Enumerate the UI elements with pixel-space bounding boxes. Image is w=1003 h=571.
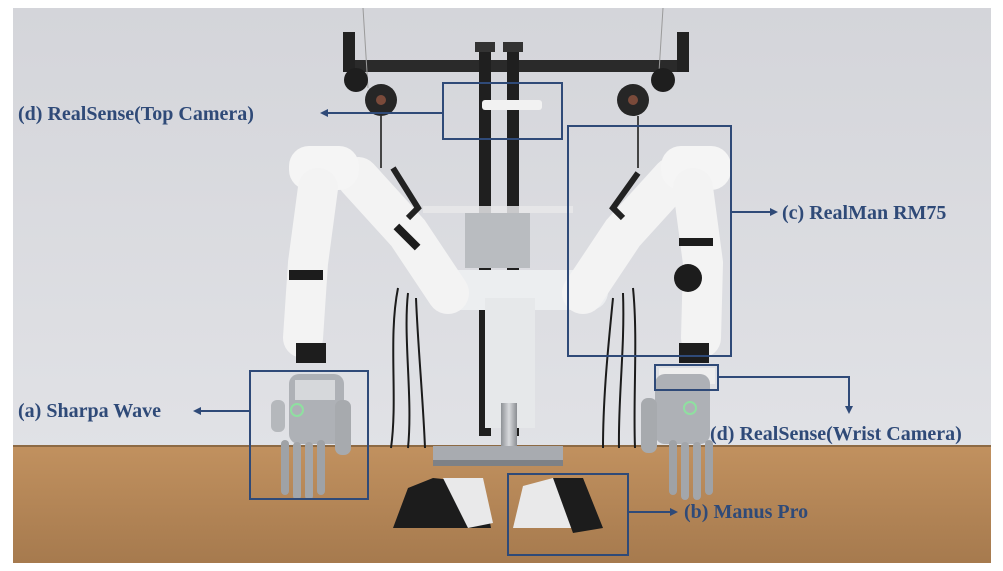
- left-robot-hand: [271, 374, 351, 500]
- cable-reel-right: [617, 68, 675, 168]
- label-sharpa-wave: (a) Sharpa Wave: [18, 400, 161, 422]
- right-arm: [562, 146, 731, 363]
- manus-gloves: [393, 478, 603, 533]
- left-arm: [283, 146, 469, 363]
- white-t-pipe: [428, 270, 608, 466]
- wrist-camera-arrow: [718, 376, 850, 408]
- label-manus-pro: (b) Manus Pro: [684, 501, 809, 523]
- cable-reel-left: [344, 68, 397, 168]
- cables: [390, 287, 637, 449]
- right-robot-hand: [641, 368, 715, 500]
- glove-box: [507, 473, 629, 556]
- top-camera-device: [482, 100, 542, 110]
- hand-box: [249, 370, 369, 500]
- label-top-camera: (d) RealSense(Top Camera): [18, 103, 254, 125]
- arm-box: [567, 125, 732, 357]
- label-wrist-camera: (d) RealSense(Wrist Camera): [710, 423, 962, 445]
- label-realman-arm: (c) RealMan RM75: [782, 202, 947, 224]
- top-camera-box: [442, 82, 563, 140]
- wrist-camera-box: [654, 364, 719, 391]
